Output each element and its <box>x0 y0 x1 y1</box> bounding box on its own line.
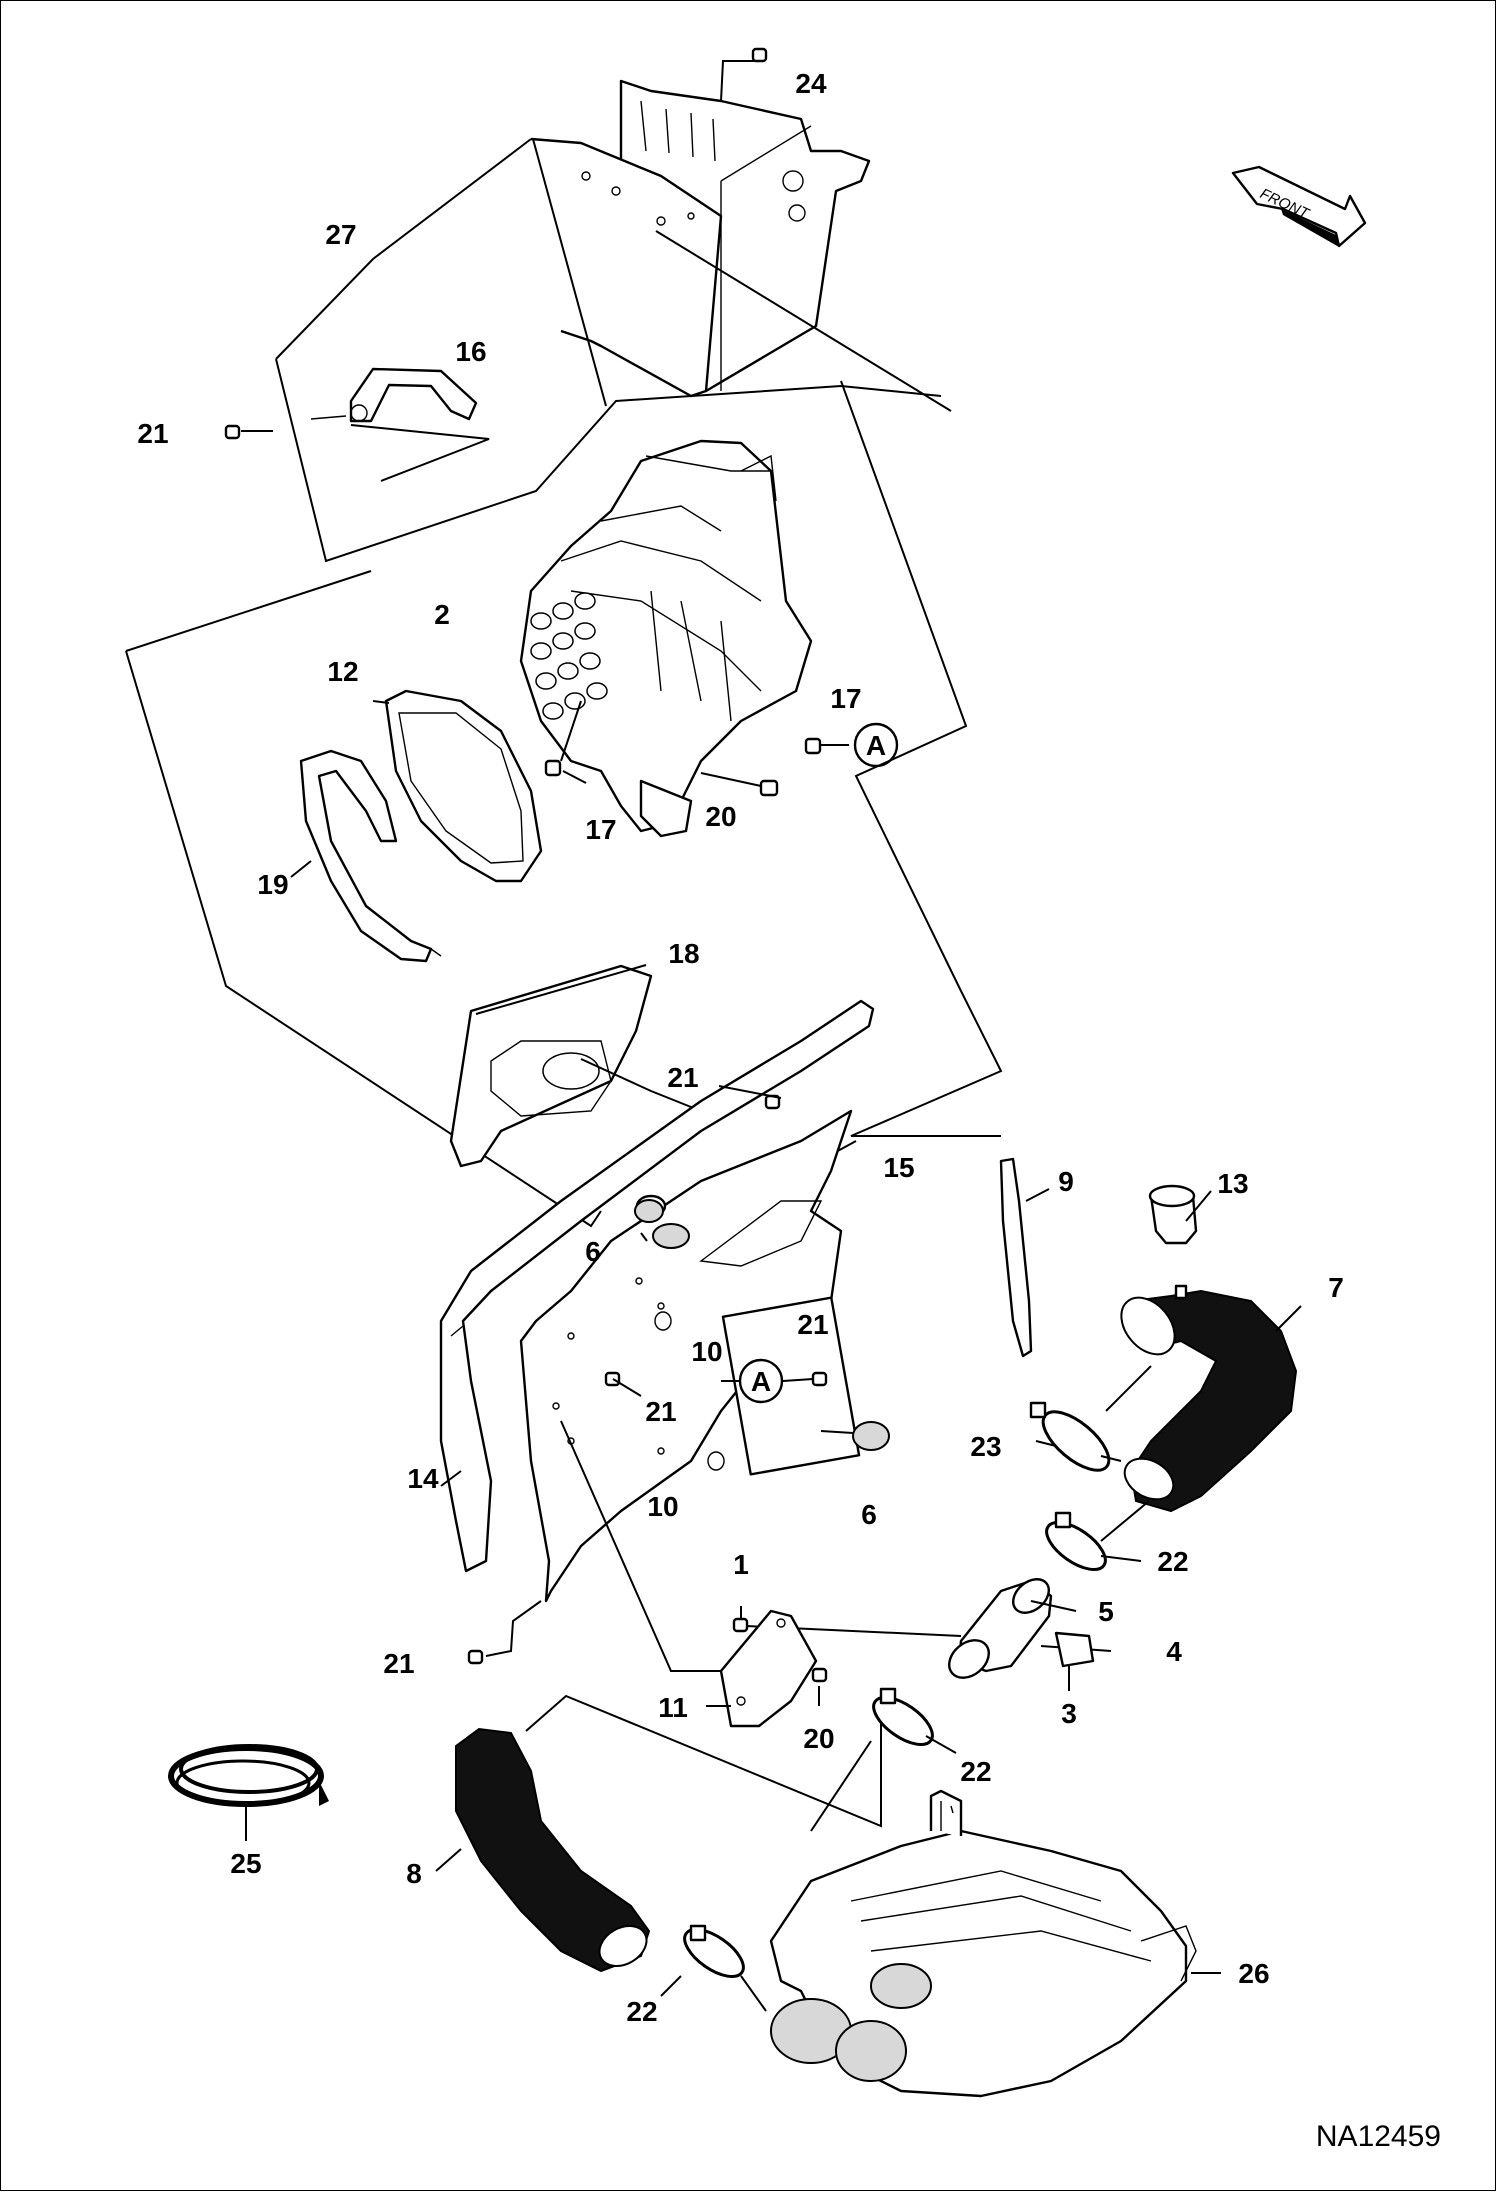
label-22-b: 22 <box>960 1756 991 1787</box>
label-3: 3 <box>1061 1698 1077 1729</box>
callout-labels: 24 27 16 21 2 12 17 17 20 19 18 21 15 9 … <box>137 68 1441 2153</box>
label-21-d: 21 <box>645 1396 676 1427</box>
label-27: 27 <box>325 219 356 250</box>
part-22-clamps <box>660 1500 1150 2012</box>
label-21-a: 21 <box>137 418 168 449</box>
label-26: 26 <box>1238 1958 1269 1989</box>
label-19: 19 <box>257 869 288 900</box>
label-14: 14 <box>407 1463 439 1494</box>
label-8: 8 <box>406 1858 422 1889</box>
part-20-bolt-upper <box>700 772 779 797</box>
part-11-plate <box>560 1420 818 1728</box>
label-2: 2 <box>434 599 450 630</box>
label-24: 24 <box>795 68 827 99</box>
part-20-bolt-lower <box>811 1667 828 1706</box>
part-13-cap <box>1148 1184 1212 1245</box>
label-10-a: 10 <box>691 1336 722 1367</box>
label-25: 25 <box>230 1848 261 1879</box>
part-19-seal <box>290 749 442 963</box>
reference-a-lower-label: A <box>751 1366 771 1397</box>
part-3-sensor <box>1054 1631 1095 1691</box>
part-6-grommets <box>634 1199 890 1451</box>
label-22-a: 22 <box>1157 1546 1188 1577</box>
label-13: 13 <box>1217 1168 1248 1199</box>
label-17-a: 17 <box>830 683 861 714</box>
label-20-a: 20 <box>705 801 736 832</box>
label-6-a: 6 <box>585 1236 601 1267</box>
reference-a-upper-label: A <box>866 730 886 761</box>
label-23: 23 <box>970 1431 1001 1462</box>
label-5: 5 <box>1098 1596 1114 1627</box>
label-21-b: 21 <box>667 1062 698 1093</box>
label-18: 18 <box>668 938 699 969</box>
label-7: 7 <box>1328 1272 1344 1303</box>
label-21-e: 21 <box>383 1648 414 1679</box>
part-27-mount-bracket <box>530 79 871 398</box>
label-1: 1 <box>733 1549 749 1580</box>
part-5-adaptor <box>948 1578 1077 1679</box>
part-7-hose <box>1105 1284 1302 1513</box>
label-16: 16 <box>455 336 486 367</box>
label-15: 15 <box>883 1152 914 1183</box>
front-arrow: FRONT <box>1231 165 1367 248</box>
drawing-code: NA12459 <box>1316 2120 1441 2153</box>
part-15-panel <box>519 1109 861 1603</box>
label-17-b: 17 <box>585 814 616 845</box>
part-25-hose-coil <box>168 1744 329 1841</box>
part-17-bolts: A <box>544 700 899 784</box>
label-21-c: 21 <box>797 1309 828 1340</box>
part-12-cover <box>372 689 543 883</box>
label-12: 12 <box>327 656 358 687</box>
part-18-gasket <box>449 964 702 1168</box>
part-23-clamp <box>1029 1401 1122 1472</box>
label-9: 9 <box>1058 1166 1074 1197</box>
part-14-edge-trim <box>439 999 875 1573</box>
part-9-strip <box>999 1157 1050 1358</box>
part-8-hose <box>435 1694 882 1973</box>
part-16-strap <box>310 367 490 482</box>
label-11: 11 <box>658 1692 688 1723</box>
part-26-engine <box>769 1789 1221 2098</box>
part-2-air-cleaner <box>519 439 813 838</box>
label-20-b: 20 <box>803 1723 834 1754</box>
label-4: 4 <box>1166 1636 1182 1667</box>
label-22-c: 22 <box>626 1996 657 2027</box>
label-10-b: 10 <box>647 1491 678 1522</box>
label-6-b: 6 <box>861 1499 877 1530</box>
